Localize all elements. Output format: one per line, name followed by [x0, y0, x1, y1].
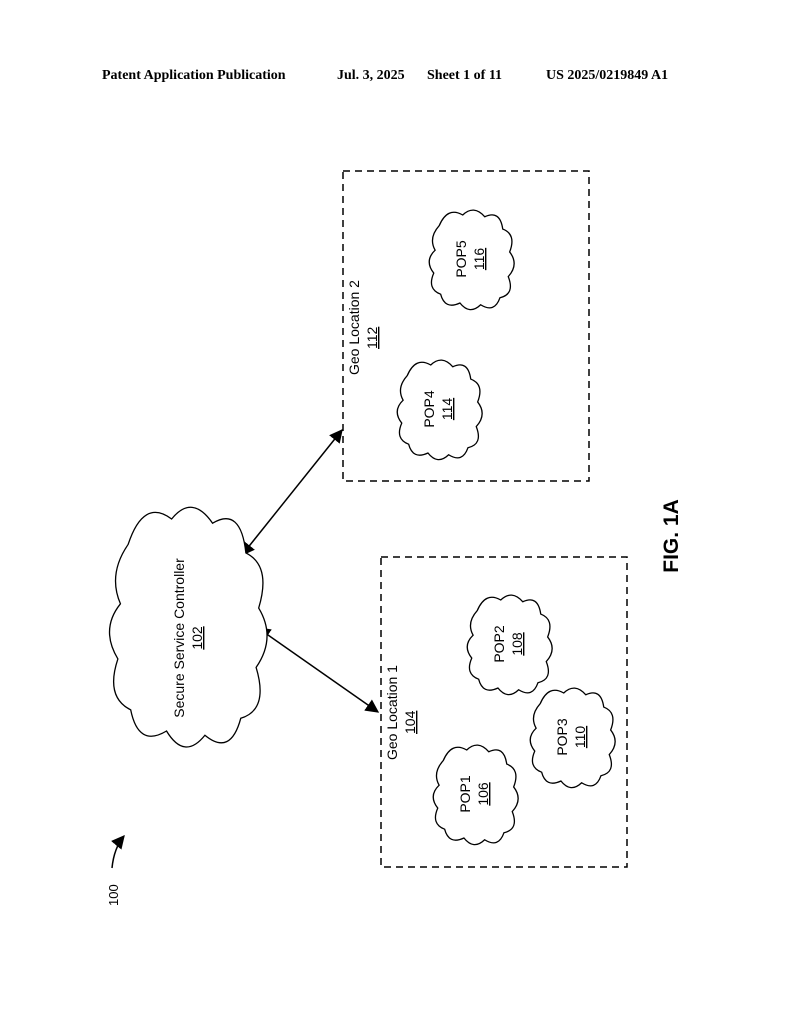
- pop3-cloud: [530, 688, 615, 788]
- page-header: Patent Application Publication Jul. 3, 2…: [0, 68, 794, 88]
- pop2-ref: 108: [509, 632, 525, 656]
- pop1-ref: 106: [475, 782, 491, 806]
- figure-label: FIG. 1A: [660, 499, 683, 573]
- pop5-cloud: [429, 210, 514, 310]
- geo-location-1-box: [380, 556, 628, 868]
- pop1-name: POP1: [457, 775, 473, 813]
- pop3-ref: 110: [572, 726, 588, 749]
- publication-label: Patent Application Publication: [102, 68, 286, 83]
- controller-cloud: [110, 507, 268, 747]
- pop4-name: POP4: [421, 390, 437, 428]
- geo-location-2-box: [342, 170, 590, 482]
- pop3-name: POP3: [554, 718, 570, 756]
- pop4-cloud: [397, 360, 482, 460]
- sheet-number: Sheet 1 of 11: [427, 68, 503, 83]
- geo-location-2-ref: 112: [364, 326, 380, 349]
- figure-ref-number: 100: [106, 884, 121, 906]
- pop4-ref: 114: [439, 398, 455, 421]
- pop5-name: POP5: [453, 240, 469, 278]
- ref-arrow: [111, 834, 125, 869]
- geo-location-1-ref: 104: [402, 710, 418, 734]
- pop5-ref: 116: [471, 248, 487, 271]
- pop2-name: POP2: [491, 625, 507, 663]
- publication-date: Jul. 3, 2025: [337, 68, 405, 83]
- pop2-cloud: [467, 595, 552, 695]
- controller-ref: 102: [189, 626, 205, 650]
- link-controller-geo1: [256, 627, 380, 713]
- geo-location-1-name: Geo Location 1: [384, 665, 400, 760]
- patent-number: US 2025/0219849 A1: [546, 68, 669, 83]
- link-controller-geo2: [241, 428, 343, 557]
- geo-location-2-name: Geo Location 2: [346, 280, 362, 375]
- controller-name: Secure Service Controller: [171, 558, 187, 718]
- pop1-cloud: [433, 745, 518, 845]
